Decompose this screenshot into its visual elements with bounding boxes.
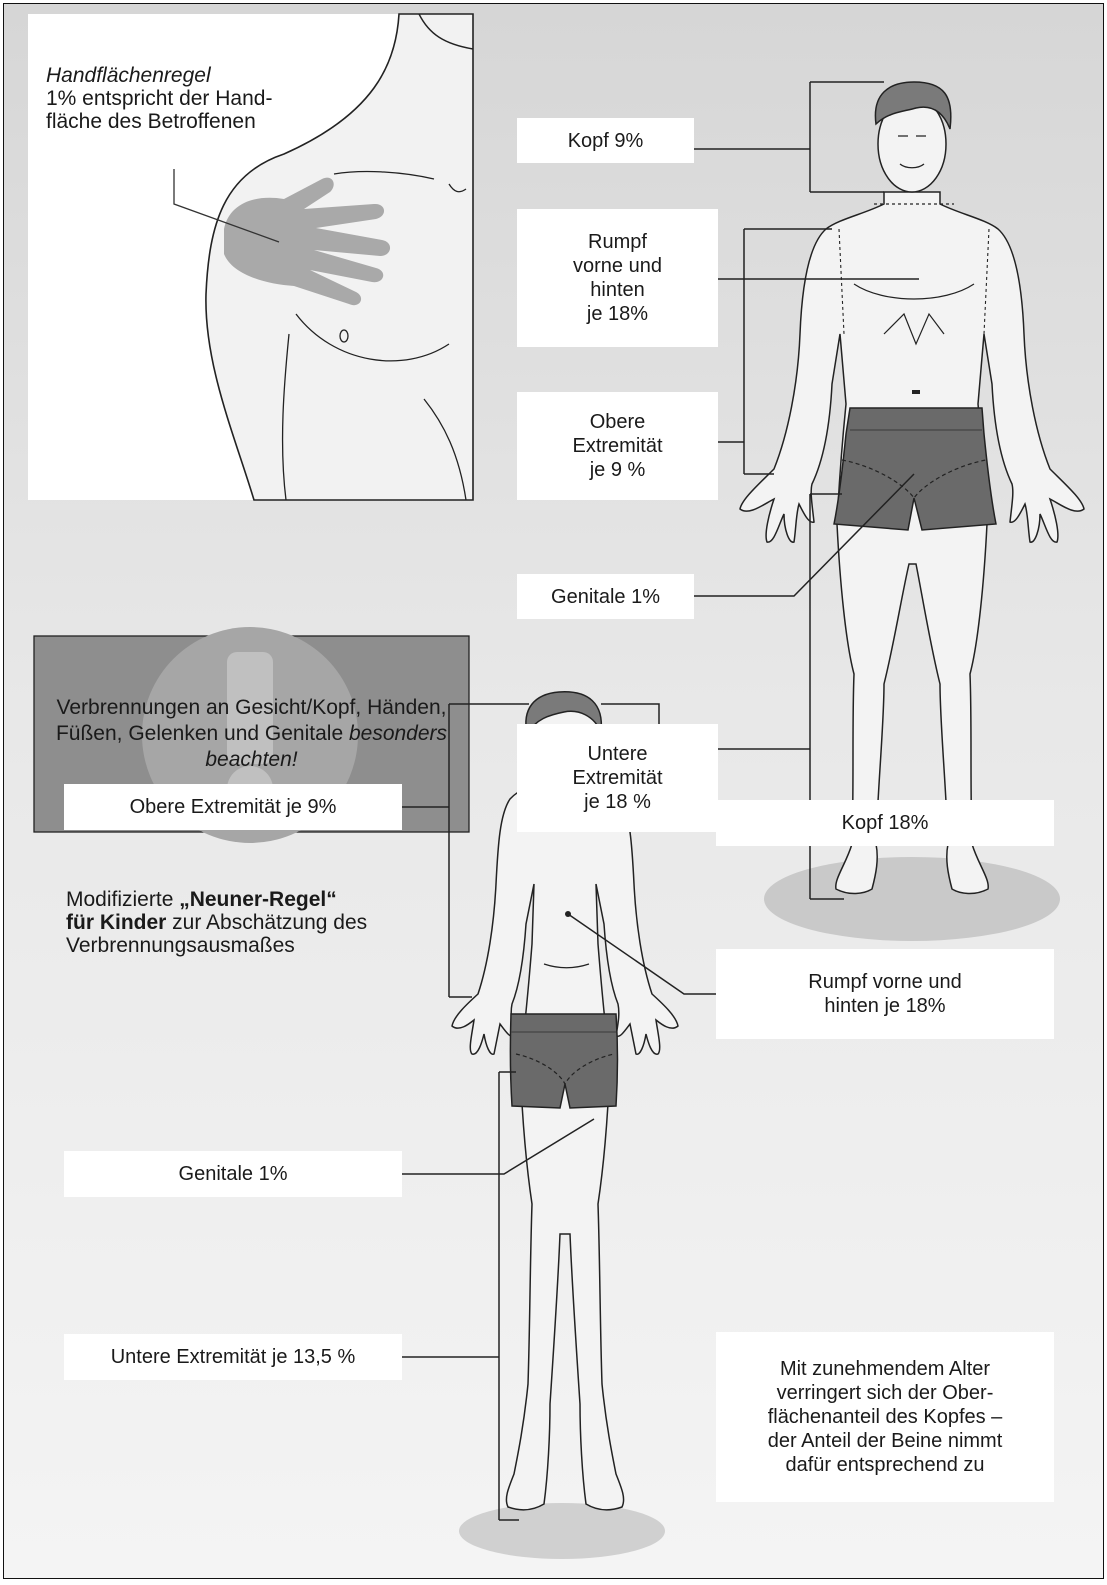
infographic-rule-of-nines: Handflächenregel 1% entspricht der Hand-… [3, 3, 1104, 1579]
palm-rule-text: 1% entspricht der Hand- fläche des Betro… [46, 87, 336, 133]
label-adult-lower-limb-text: Untere Extremität je 18 % [572, 742, 662, 814]
label-child-upper-limb-text: Obere Extremität je 9% [130, 795, 337, 819]
label-child-trunk: Rumpf vorne und hinten je 18% [716, 949, 1054, 1039]
label-child-trunk-text: Rumpf vorne und hinten je 18% [808, 970, 961, 1018]
label-adult-genitals: Genitale 1% [517, 574, 694, 619]
label-child-head-text: Kopf 18% [842, 811, 929, 835]
label-adult-genitals-text: Genitale 1% [551, 585, 660, 609]
label-adult-upper-limb-text: Obere Extremität je 9 % [572, 410, 662, 482]
child-title-bold2: für Kinder [66, 911, 166, 934]
adult-figure [740, 82, 1084, 894]
child-title-bold1: „Neuner-Regel“ [179, 888, 337, 911]
label-child-head: Kopf 18% [716, 800, 1054, 846]
child-title-part1: Modifizierte [66, 888, 179, 911]
child-body-outline [452, 779, 678, 1510]
palm-rule-caption: Handflächenregel 1% entspricht der Hand-… [46, 64, 336, 133]
label-child-note-text: Mit zunehmendem Alter verringert sich de… [768, 1357, 1003, 1477]
palm-rule-title: Handflächenregel [46, 64, 336, 87]
label-adult-head-text: Kopf 9% [568, 129, 644, 153]
label-child-lower-limb-text: Untere Extremität je 13,5 % [111, 1345, 356, 1369]
adult-body-outline [740, 192, 1084, 894]
label-child-lower-limb: Untere Extremität je 13,5 % [64, 1334, 402, 1380]
adult-shadow [764, 857, 1060, 941]
label-child-genitals-text: Genitale 1% [179, 1162, 288, 1186]
label-child-upper-limb: Obere Extremität je 9% [64, 784, 402, 830]
label-adult-lower-limb: Untere Extremität je 18 % [517, 724, 718, 832]
child-rule-title: Modifizierte „Neuner-Regel“ für Kinder z… [66, 888, 406, 957]
label-adult-trunk-text: Rumpf vorne und hinten je 18% [573, 230, 662, 326]
label-adult-upper-limb: Obere Extremität je 9 % [517, 392, 718, 500]
label-child-genitals: Genitale 1% [64, 1151, 402, 1197]
child-shadow [459, 1503, 665, 1559]
label-adult-trunk: Rumpf vorne und hinten je 18% [517, 209, 718, 347]
label-child-note: Mit zunehmendem Alter verringert sich de… [716, 1332, 1054, 1502]
label-adult-head: Kopf 9% [517, 118, 694, 163]
